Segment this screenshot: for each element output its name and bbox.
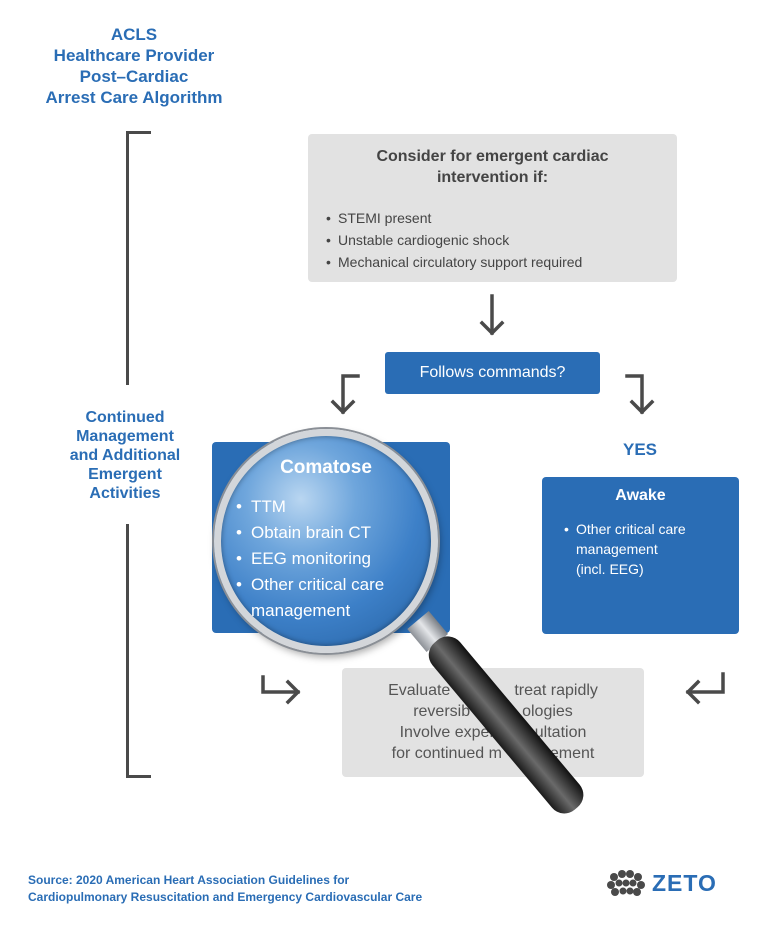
list-item-text: management xyxy=(576,541,658,557)
title-line: Post–Cardiac xyxy=(79,67,189,86)
list-item-text: EEG monitoring xyxy=(251,549,371,568)
side-label: Continued Management and Additional Emer… xyxy=(40,408,210,503)
list-item-continued: management xyxy=(564,539,686,559)
list-item-text: Other critical care xyxy=(576,521,686,537)
awake-list: •Other critical care management (incl. E… xyxy=(564,519,686,579)
consider-box: Consider for emergent cardiac interventi… xyxy=(308,134,677,282)
zeto-logo: ZETO xyxy=(606,868,717,898)
title-line: Arrest Care Algorithm xyxy=(45,88,223,107)
list-item-text: Obtain brain CT xyxy=(251,523,371,542)
source-line: Cardiopulmonary Resuscitation and Emerge… xyxy=(28,890,423,904)
title-line: Healthcare Provider xyxy=(53,46,215,65)
list-item-text: management xyxy=(251,601,351,620)
list-item: •TTM xyxy=(236,497,286,516)
consider-heading-line: intervention if: xyxy=(436,169,549,186)
source-line: Source: 2020 American Heart Association … xyxy=(28,873,350,887)
list-item: •STEMI present xyxy=(326,210,432,226)
title-line: ACLS xyxy=(110,25,158,44)
source-citation: Source: 2020 American Heart Association … xyxy=(28,872,422,906)
list-item: •Other critical care xyxy=(564,521,686,537)
yes-label: YES xyxy=(622,440,658,459)
list-item-text: Unstable cardiogenic shock xyxy=(338,232,510,248)
list-item: •Obtain brain CT xyxy=(236,523,371,542)
consider-list: •STEMI present •Unstable cardiogenic sho… xyxy=(326,207,582,273)
list-item: •EEG monitoring xyxy=(236,549,371,568)
side-label-line: Activities xyxy=(89,485,161,502)
list-item-text: (incl. EEG) xyxy=(576,561,644,577)
logo-text: ZETO xyxy=(652,869,717,896)
list-item-text: STEMI present xyxy=(338,210,432,226)
list-item-continued: management xyxy=(236,598,384,624)
comatose-list: •TTM •Obtain brain CT •EEG monitoring •O… xyxy=(236,494,384,624)
list-item-continued: (incl. EEG) xyxy=(564,559,686,579)
side-label-line: and Additional xyxy=(69,447,181,464)
brain-icon xyxy=(607,870,645,896)
side-label-line: Continued xyxy=(85,409,165,426)
list-item: •Other critical care xyxy=(236,575,385,594)
arrow-elbow-left-icon xyxy=(330,374,360,415)
list-item-text: Mechanical circulatory support required xyxy=(338,254,583,270)
side-label-line: Management xyxy=(76,428,174,445)
page-title: ACLS Healthcare Provider Post–Cardiac Ar… xyxy=(0,24,268,108)
bracket-top xyxy=(126,131,151,385)
follows-commands-box: Follows commands? xyxy=(385,352,600,394)
list-item-text: TTM xyxy=(251,497,286,516)
arrow-down-icon xyxy=(479,294,505,336)
side-label-line: Emergent xyxy=(88,466,162,483)
consider-heading-line: Consider for emergent cardiac xyxy=(376,148,609,165)
awake-heading: Awake xyxy=(615,487,666,504)
list-item: •Unstable cardiogenic shock xyxy=(326,232,510,248)
magnifier-lens-icon xyxy=(214,429,438,653)
consider-heading: Consider for emergent cardiac interventi… xyxy=(308,146,677,188)
comatose-heading: Comatose xyxy=(280,457,372,478)
list-item: •Mechanical circulatory support required xyxy=(326,254,583,270)
bracket-bottom xyxy=(126,524,151,778)
arrow-turn-right-icon xyxy=(261,675,301,705)
arrow-elbow-right-icon xyxy=(625,374,655,415)
list-item-text: Other critical care xyxy=(251,575,385,594)
awake-box: Awake •Other critical care management (i… xyxy=(542,477,739,634)
arrow-turn-left-icon xyxy=(685,672,725,705)
